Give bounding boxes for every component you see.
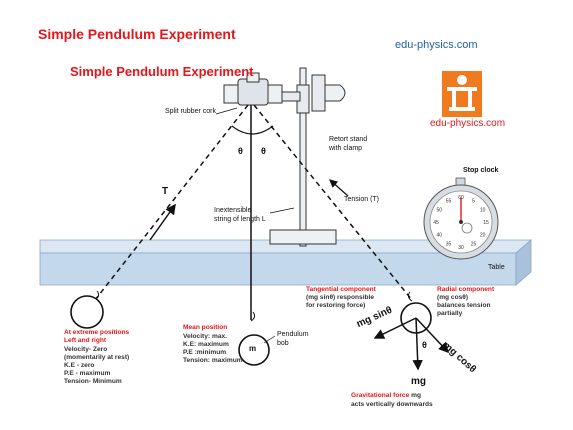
clock-number: 15: [483, 220, 489, 226]
diagram-title: Simple Pendulum Experiment: [70, 64, 254, 79]
bob-label-2: bob: [277, 340, 289, 347]
grav-heading-tail: mg: [411, 392, 421, 399]
clock-number: 60: [458, 195, 464, 201]
clock-number: 25: [471, 242, 477, 248]
theta-left: θ: [238, 146, 243, 156]
clock-number: 35: [446, 242, 452, 248]
extreme-line-1: Velocity- Zero: [64, 346, 108, 353]
bob-left: [70, 295, 104, 329]
clock-number: 55: [446, 198, 452, 204]
radial-line-2: balances tension: [437, 302, 491, 309]
grav-heading-text: Gravitational force: [351, 392, 410, 399]
logo-site-label: edu-physics.com: [430, 118, 506, 129]
string-label-2: string of length L: [214, 216, 266, 223]
cork-label: Split rubber cork: [165, 108, 216, 115]
clock-number: 45: [433, 220, 439, 226]
mg-label: mg: [411, 376, 426, 387]
extreme-line-4: P.E - maximum: [64, 370, 111, 377]
clock-number: 20: [480, 233, 486, 239]
bob-center: [238, 334, 270, 366]
string-right: [253, 104, 413, 301]
bob-label-1: Pendulum: [277, 331, 309, 338]
tangential-line-2: for restoring force): [306, 302, 366, 309]
radial-line-1: (mg cosθ): [437, 294, 469, 301]
radial-line-3: partially: [437, 310, 463, 317]
bob-mass: m: [249, 344, 257, 353]
radial-heading: Radial component: [437, 286, 495, 293]
table: [39, 239, 533, 286]
clock-number: 10: [480, 208, 486, 214]
mean-line-2: K.E: maximum: [183, 341, 229, 348]
mean-line-4: Tension: maximum: [183, 357, 243, 364]
extreme-heading-1: At extreme positions: [64, 329, 130, 336]
extreme-line-3: K.E - zero: [64, 362, 95, 369]
stand-label-2: with clamp: [329, 145, 363, 152]
stand-label-1: Retort stand: [329, 136, 368, 143]
force-tangential-arrow: [373, 317, 417, 339]
clock-number: 40: [437, 233, 443, 239]
clock-number: 50: [437, 208, 443, 214]
extreme-line-2: (momentarily at rest): [64, 354, 130, 361]
grav-heading: Gravitational force mg: [351, 392, 421, 399]
split-rubber-cork: [223, 72, 283, 106]
extreme-heading-2: Left and right: [64, 337, 107, 344]
tension-arrow-right: [329, 179, 349, 197]
site-url: edu-physics.com: [395, 39, 478, 51]
tangential-heading: Tangential component: [306, 286, 376, 293]
string-label-1: Inextensible: [214, 207, 252, 214]
grav-line: acts vertically downwards: [351, 401, 433, 408]
stop-clock-label: Stop clock: [463, 167, 499, 174]
force-gravity-arrow: [412, 317, 423, 371]
force-radial-arrow: [415, 317, 450, 354]
tension-label: Tension (T): [344, 196, 380, 203]
extreme-line-5: Tension- Minimum: [64, 378, 122, 385]
mean-heading: Mean position: [183, 324, 228, 331]
table-label: Table: [488, 264, 505, 271]
tension-arrow-left: [149, 203, 176, 241]
page-title: Simple Pendulum Experiment: [38, 26, 236, 42]
clock-number: 5: [472, 198, 475, 204]
pendulum-apparatus-logo: [442, 71, 482, 117]
mean-line-3: P.E :minimum: [183, 349, 227, 356]
theta-bob: θ: [422, 340, 427, 350]
theta-right: θ: [261, 146, 266, 156]
clock-number: 30: [458, 245, 464, 251]
retort-stand: [269, 67, 346, 247]
tangential-line-1: (mg sinθ) responsible: [306, 294, 375, 301]
mean-line-1: Velocity: max.: [183, 333, 227, 340]
tension-symbol: T: [162, 186, 169, 197]
theta-arc: [231, 125, 274, 135]
